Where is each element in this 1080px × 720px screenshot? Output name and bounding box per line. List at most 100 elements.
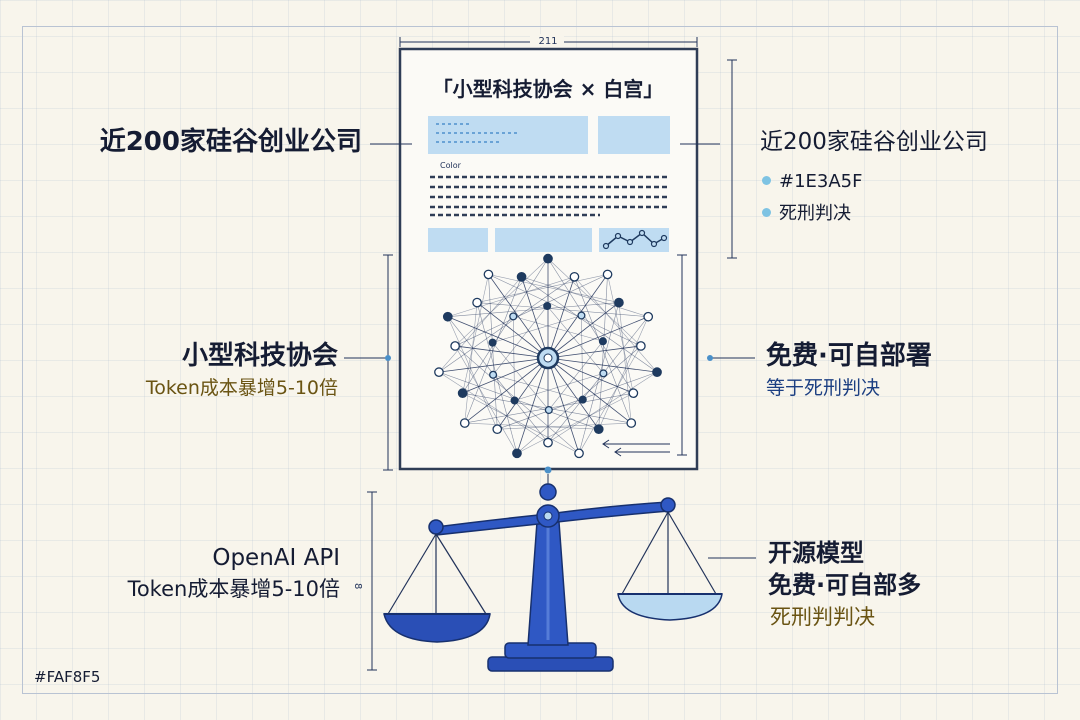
scale-right-pan bbox=[617, 511, 723, 621]
network-edge bbox=[454, 258, 549, 347]
network-edge bbox=[546, 305, 604, 374]
right-bullet-2-text: 死刑判决 bbox=[779, 203, 851, 224]
network-edge bbox=[454, 345, 518, 454]
width-dimension: 211 bbox=[399, 34, 698, 47]
network-node bbox=[492, 424, 503, 435]
document-text-lines bbox=[430, 175, 668, 217]
network-node bbox=[574, 448, 584, 459]
network-node bbox=[483, 269, 494, 280]
network-edge bbox=[454, 274, 608, 347]
network-edge bbox=[598, 274, 608, 430]
network-edge bbox=[476, 302, 518, 454]
scale-base bbox=[487, 656, 614, 672]
network-node bbox=[509, 312, 518, 321]
width-dimension-label: 211 bbox=[538, 36, 557, 47]
network-edge bbox=[493, 374, 583, 400]
network-edge bbox=[547, 357, 634, 394]
scale-top-knob bbox=[539, 483, 557, 501]
right-top-label: 近200家硅谷创业公司 bbox=[760, 129, 988, 155]
connector-dot bbox=[544, 466, 552, 474]
network-edge bbox=[578, 302, 620, 454]
network-node bbox=[578, 395, 587, 404]
network-edge bbox=[455, 345, 549, 359]
network-edge bbox=[462, 392, 580, 454]
left-bottom-title: OpenAI API bbox=[212, 545, 340, 571]
network-edge bbox=[447, 316, 549, 443]
network-edge bbox=[447, 316, 498, 430]
network-edge bbox=[516, 392, 634, 454]
network-edge bbox=[462, 357, 549, 394]
network-node bbox=[434, 367, 444, 377]
network-edge bbox=[547, 276, 575, 359]
network-node bbox=[472, 297, 482, 308]
network-node bbox=[614, 297, 624, 308]
network-edge bbox=[547, 302, 620, 359]
network-node bbox=[543, 301, 552, 311]
network-node bbox=[544, 405, 553, 415]
right-bullet-2: 死刑判决 bbox=[762, 204, 851, 224]
network-node bbox=[489, 370, 498, 379]
scale-left-end bbox=[428, 519, 444, 535]
network-edge bbox=[464, 422, 599, 430]
arrow-indicator bbox=[602, 439, 670, 457]
network-edge bbox=[497, 371, 658, 430]
right-bottom-subtitle: 死刑判判决 bbox=[770, 605, 875, 629]
right-middle-subtitle: 等于死刑判决 bbox=[766, 377, 881, 399]
network-node bbox=[488, 338, 497, 347]
network-edge bbox=[488, 274, 498, 430]
network-edge bbox=[477, 274, 608, 303]
left-middle-title: 小型科技协会 bbox=[181, 341, 338, 371]
leader-lines bbox=[344, 143, 756, 559]
network-edge bbox=[547, 371, 658, 443]
bullet-dot bbox=[762, 175, 771, 185]
network-node bbox=[602, 269, 613, 280]
document-block-row bbox=[428, 228, 669, 252]
network-edge bbox=[607, 274, 634, 394]
corner-hex-label: #FAF8F5 bbox=[34, 668, 101, 686]
network-node bbox=[457, 388, 468, 399]
network-edge bbox=[488, 274, 619, 303]
left-top-label: 近200家硅谷创业公司 bbox=[99, 127, 362, 157]
color-label: Color bbox=[440, 161, 462, 170]
document-header-blocks bbox=[428, 116, 670, 154]
network-node bbox=[626, 418, 637, 428]
bullet-dot bbox=[762, 207, 771, 217]
network-edge bbox=[477, 302, 649, 318]
network-edge bbox=[488, 274, 642, 347]
network-edge bbox=[438, 276, 575, 373]
scale-dimension-label: 8 bbox=[352, 583, 363, 589]
right-bottom-title-2: 免费·可自部多 bbox=[768, 571, 922, 599]
network-edge bbox=[514, 373, 604, 401]
network-edge bbox=[547, 258, 634, 394]
network-edge bbox=[547, 316, 649, 443]
network-node bbox=[512, 448, 522, 459]
network-edge bbox=[521, 276, 549, 359]
network-node bbox=[569, 271, 580, 282]
network-edge bbox=[492, 305, 548, 375]
scale-right-end bbox=[660, 497, 676, 513]
network-node bbox=[543, 437, 553, 448]
network-edge bbox=[578, 345, 642, 454]
dimension-lines bbox=[367, 59, 737, 671]
network-edge bbox=[574, 276, 632, 424]
network-node bbox=[543, 253, 553, 264]
network-edge bbox=[581, 315, 584, 400]
network-node bbox=[599, 369, 608, 378]
network-edge bbox=[476, 302, 549, 359]
right-bullet-1-text: #1E3A5F bbox=[779, 171, 863, 192]
outer-frame bbox=[22, 26, 1058, 694]
balance-scale bbox=[383, 483, 723, 672]
network-edge bbox=[464, 302, 478, 424]
right-middle-title: 免费·可自部署 bbox=[766, 341, 932, 371]
network-edge bbox=[512, 316, 515, 401]
network-node bbox=[598, 337, 607, 346]
network-node bbox=[510, 396, 519, 405]
network-edge bbox=[521, 276, 658, 373]
network-edge bbox=[438, 371, 599, 430]
network-edge bbox=[447, 276, 575, 318]
network-edge bbox=[547, 258, 642, 347]
network-node bbox=[450, 341, 460, 351]
network-node bbox=[628, 388, 639, 399]
